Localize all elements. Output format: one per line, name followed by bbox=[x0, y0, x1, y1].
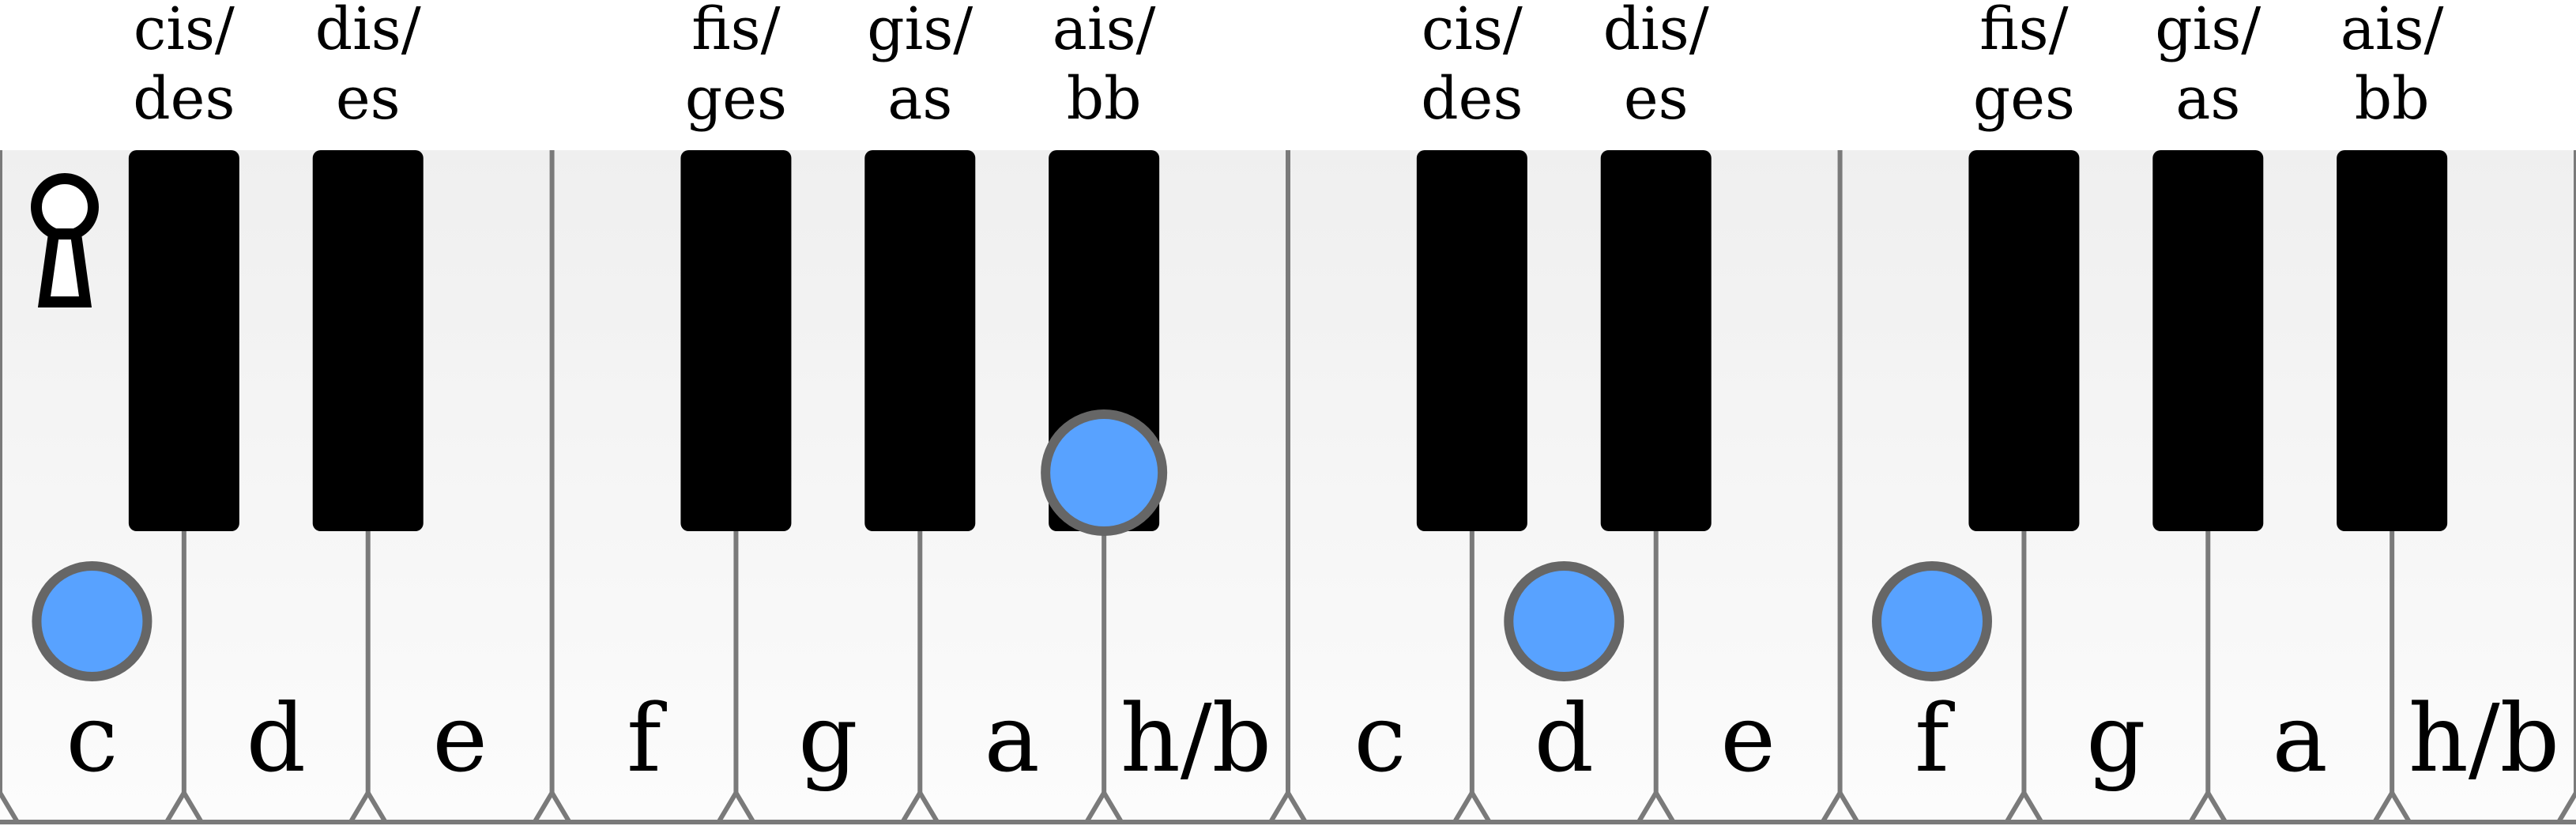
black-key-label-line2: des bbox=[133, 65, 235, 133]
white-key-labels: c d e f g a h/b c d e f g a h/b bbox=[66, 684, 2559, 793]
black-key-ais bbox=[2337, 150, 2448, 531]
highlight-markers bbox=[32, 409, 1992, 681]
white-key-label-g: g bbox=[798, 684, 858, 793]
white-key-label-g: g bbox=[2086, 684, 2146, 793]
highlight-marker-f-oct1 bbox=[1872, 561, 1992, 681]
black-key-dis bbox=[1600, 150, 1712, 531]
black-key-label-line2: as bbox=[2175, 65, 2240, 133]
white-key-label-f: f bbox=[627, 684, 667, 793]
black-key-cis bbox=[1416, 150, 1527, 531]
white-key-label-a: a bbox=[2273, 684, 2328, 793]
black-key-label-line2: ges bbox=[1973, 65, 2075, 133]
black-key-label-line1: cis/ bbox=[134, 0, 235, 63]
white-key-label-a: a bbox=[985, 684, 1040, 793]
black-key-label-line1: gis/ bbox=[867, 0, 973, 63]
white-key-label-e: e bbox=[432, 684, 488, 793]
white-key-label-f: f bbox=[1915, 684, 1955, 793]
black-key-label-line2: bb bbox=[1067, 65, 1142, 133]
white-key-label-c: c bbox=[1354, 684, 1406, 793]
black-key-label-line2: des bbox=[1421, 65, 1523, 133]
black-key-label-line2: bb bbox=[2355, 65, 2430, 133]
black-key-gis bbox=[864, 150, 976, 531]
black-key-fis bbox=[680, 150, 792, 531]
black-key-label-line1: fis/ bbox=[691, 0, 780, 63]
black-key-label-line1: ais/ bbox=[2341, 0, 2444, 63]
white-key-label-c: c bbox=[66, 684, 118, 793]
keyhole-icon bbox=[31, 173, 99, 307]
highlight-marker-ais-bb-oct0 bbox=[1041, 409, 1168, 536]
black-key-label-line1: gis/ bbox=[2155, 0, 2261, 63]
black-key-label-line2: es bbox=[1624, 65, 1689, 133]
white-key-label-h-b: h/b bbox=[2408, 684, 2559, 793]
white-key-label-d: d bbox=[247, 684, 307, 793]
highlight-marker-d-oct1 bbox=[1504, 561, 1625, 681]
black-key-label-line1: ais/ bbox=[1053, 0, 1156, 63]
black-key-dis bbox=[312, 150, 424, 531]
black-keys bbox=[128, 150, 2448, 531]
black-key-label-line1: dis/ bbox=[315, 0, 421, 63]
white-key-label-e: e bbox=[1720, 684, 1776, 793]
black-key-label-line2: es bbox=[336, 65, 401, 133]
black-key-gis bbox=[2152, 150, 2264, 531]
highlight-marker-c-oct0 bbox=[32, 561, 153, 681]
black-key-cis bbox=[128, 150, 239, 531]
white-key-label-d: d bbox=[1535, 684, 1595, 793]
black-key-label-line2: as bbox=[887, 65, 952, 133]
black-key-label-line2: ges bbox=[685, 65, 787, 133]
black-key-fis bbox=[1968, 150, 2080, 531]
black-key-labels: cis/des dis/es fis/ges gis/as ais/bb cis/des d… bbox=[133, 0, 2443, 133]
white-key-borders bbox=[0, 150, 2576, 824]
black-key-label-line1: dis/ bbox=[1603, 0, 1709, 63]
white-key-label-h-b: h/b bbox=[1120, 684, 1271, 793]
black-key-label-line1: cis/ bbox=[1422, 0, 1523, 63]
black-key-label-line1: fis/ bbox=[1979, 0, 2068, 63]
